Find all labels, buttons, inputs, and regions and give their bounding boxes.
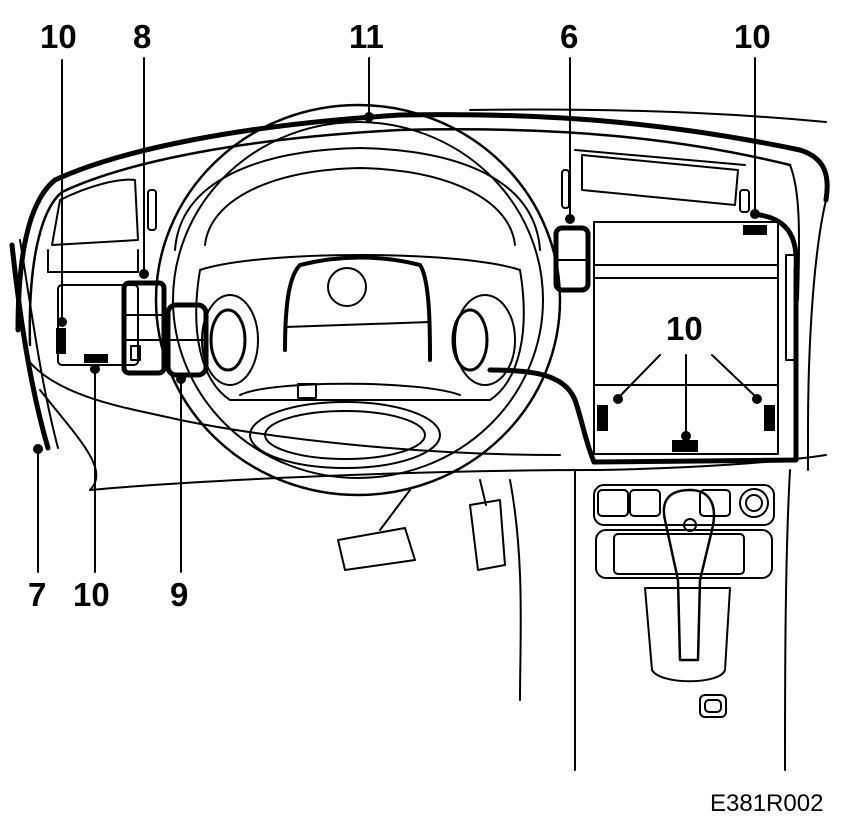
callout-7: 7	[28, 576, 47, 613]
callout-6: 6	[560, 18, 579, 55]
clip-marker	[743, 225, 767, 235]
clip-marker	[84, 354, 108, 363]
leader-lines	[33, 57, 762, 573]
clip-marker	[764, 405, 775, 431]
callout-9: 9	[170, 576, 189, 613]
callout-11: 11	[349, 18, 384, 55]
callout-10-top-right: 10	[734, 18, 771, 55]
left-trim-strip	[9, 239, 59, 451]
lower-console	[574, 469, 791, 771]
callout-10-top-left: 10	[40, 18, 77, 55]
callout-10-bottom-left: 10	[73, 576, 110, 613]
clip-marker	[56, 328, 66, 354]
dashboard-shell	[15, 108, 830, 491]
figure-code: E381R002	[710, 790, 824, 817]
steering-wheel	[154, 103, 562, 497]
headlight-switch	[165, 302, 209, 378]
center-vents	[561, 149, 750, 213]
switch-panel	[121, 280, 167, 376]
hazard-switch	[553, 225, 591, 293]
clip-marker	[672, 440, 698, 452]
callout-10-center-right: 10	[666, 310, 703, 347]
clip-marker	[597, 405, 608, 431]
callout-8: 8	[133, 18, 152, 55]
pedals	[337, 479, 522, 701]
